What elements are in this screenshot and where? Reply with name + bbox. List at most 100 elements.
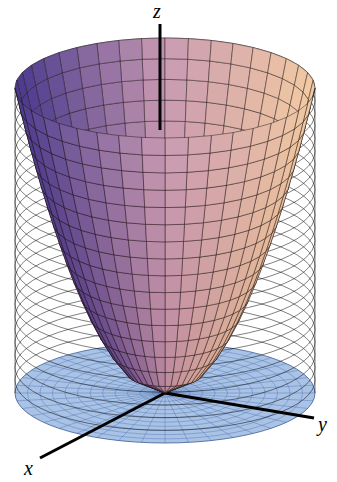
- surface-patch: [143, 79, 165, 100]
- surface-patch: [101, 82, 123, 105]
- surface-patch: [186, 171, 208, 190]
- surface-patch: [185, 188, 206, 207]
- surface-patch: [117, 272, 134, 291]
- surface-patch: [165, 258, 183, 275]
- surface-patch: [106, 203, 127, 223]
- surface-patch: [250, 123, 271, 146]
- surface-patch: [159, 386, 165, 393]
- surface-patch: [83, 84, 104, 108]
- surface-patch: [86, 105, 106, 129]
- surface-patch: [142, 155, 165, 173]
- surface-patch: [165, 325, 178, 341]
- surface-patch: [205, 102, 226, 125]
- surface-patch: [97, 40, 120, 63]
- surface-patch: [119, 39, 143, 61]
- surface-patch: [187, 59, 210, 81]
- surface-patch: [127, 223, 147, 242]
- surface-patch: [119, 136, 143, 155]
- surface-patch: [165, 207, 185, 225]
- surface-patch: [188, 136, 212, 155]
- surface-patch: [224, 105, 244, 129]
- surface-patch: [165, 224, 184, 242]
- surface-patch: [229, 64, 251, 88]
- surface-patch: [165, 275, 182, 292]
- surface-patch: [196, 272, 213, 291]
- surface-patch: [143, 172, 165, 190]
- surface-patch: [155, 357, 165, 372]
- surface-patch: [268, 117, 287, 141]
- surface-patch: [165, 100, 186, 121]
- surface-patch: [151, 309, 165, 326]
- surface-patch: [77, 128, 99, 150]
- surface-patch: [165, 292, 181, 309]
- surface-patch: [122, 80, 144, 102]
- surface-patch: [183, 240, 202, 259]
- surface-patch: [175, 341, 188, 358]
- surface-patch: [101, 168, 123, 188]
- surface-patch: [120, 59, 143, 81]
- surface-patch: [165, 79, 187, 100]
- surface-patch: [184, 223, 204, 242]
- surface-patch: [139, 324, 153, 341]
- axis-label: z: [153, 1, 161, 21]
- surface-patch: [178, 308, 193, 326]
- surface-patch: [114, 255, 132, 274]
- surface-patch: [200, 238, 219, 258]
- surface-patch: [123, 101, 144, 123]
- cylinder-wireframe: [15, 38, 315, 430]
- surface-patch: [165, 137, 188, 155]
- coordinate-axes: [40, 393, 314, 458]
- surface-patch: [186, 80, 208, 102]
- surface-patch: [210, 133, 233, 154]
- surface-patch: [208, 61, 231, 84]
- z-axis: [159, 24, 162, 130]
- surface-patch: [122, 171, 144, 190]
- surface-patch: [181, 274, 198, 292]
- surface-patch: [205, 185, 226, 205]
- surface-patch: [142, 59, 165, 80]
- surface-patch: [128, 240, 147, 259]
- axis-label: y: [318, 414, 327, 434]
- surface-patch: [152, 325, 165, 341]
- surface-patch: [202, 220, 222, 240]
- surface-patch: [145, 207, 165, 225]
- surface-patch: [153, 341, 165, 357]
- surface-patch: [165, 357, 175, 372]
- surface-patch: [187, 153, 210, 172]
- surface-patch: [165, 372, 173, 386]
- surface-patch: [99, 61, 122, 84]
- base-disc: [15, 343, 315, 443]
- surface-patch: [185, 101, 206, 123]
- surface-patch: [208, 150, 231, 170]
- surface-patch: [147, 258, 165, 275]
- surface-patch: [179, 291, 195, 309]
- surface-patch: [134, 291, 150, 309]
- surface-patch: [148, 275, 165, 292]
- surface-patch: [157, 372, 165, 386]
- surface-patch: [188, 39, 212, 61]
- surface-patch: [120, 153, 143, 172]
- surface-patch: [165, 241, 184, 259]
- surface-patch: [137, 308, 152, 326]
- surface-patch: [203, 203, 224, 223]
- surface-patch: [97, 133, 120, 154]
- surface-patch: [165, 386, 177, 393]
- surface-patch: [146, 241, 165, 259]
- surface-patch: [165, 341, 177, 357]
- surface-patch: [77, 43, 99, 67]
- surface-patch: [80, 64, 102, 88]
- surface-patch: [250, 48, 271, 73]
- surface-patch: [231, 43, 253, 67]
- surface-patch: [59, 123, 80, 146]
- surface-patch: [165, 386, 171, 393]
- surface-patch: [111, 238, 130, 258]
- surface-patch: [165, 38, 188, 59]
- surface-patch: [132, 274, 149, 292]
- surface-patch: [120, 289, 137, 308]
- surface-patch: [104, 102, 125, 125]
- surface-patch: [153, 386, 165, 393]
- surface-patch: [99, 150, 122, 170]
- surface-patch: [207, 82, 229, 105]
